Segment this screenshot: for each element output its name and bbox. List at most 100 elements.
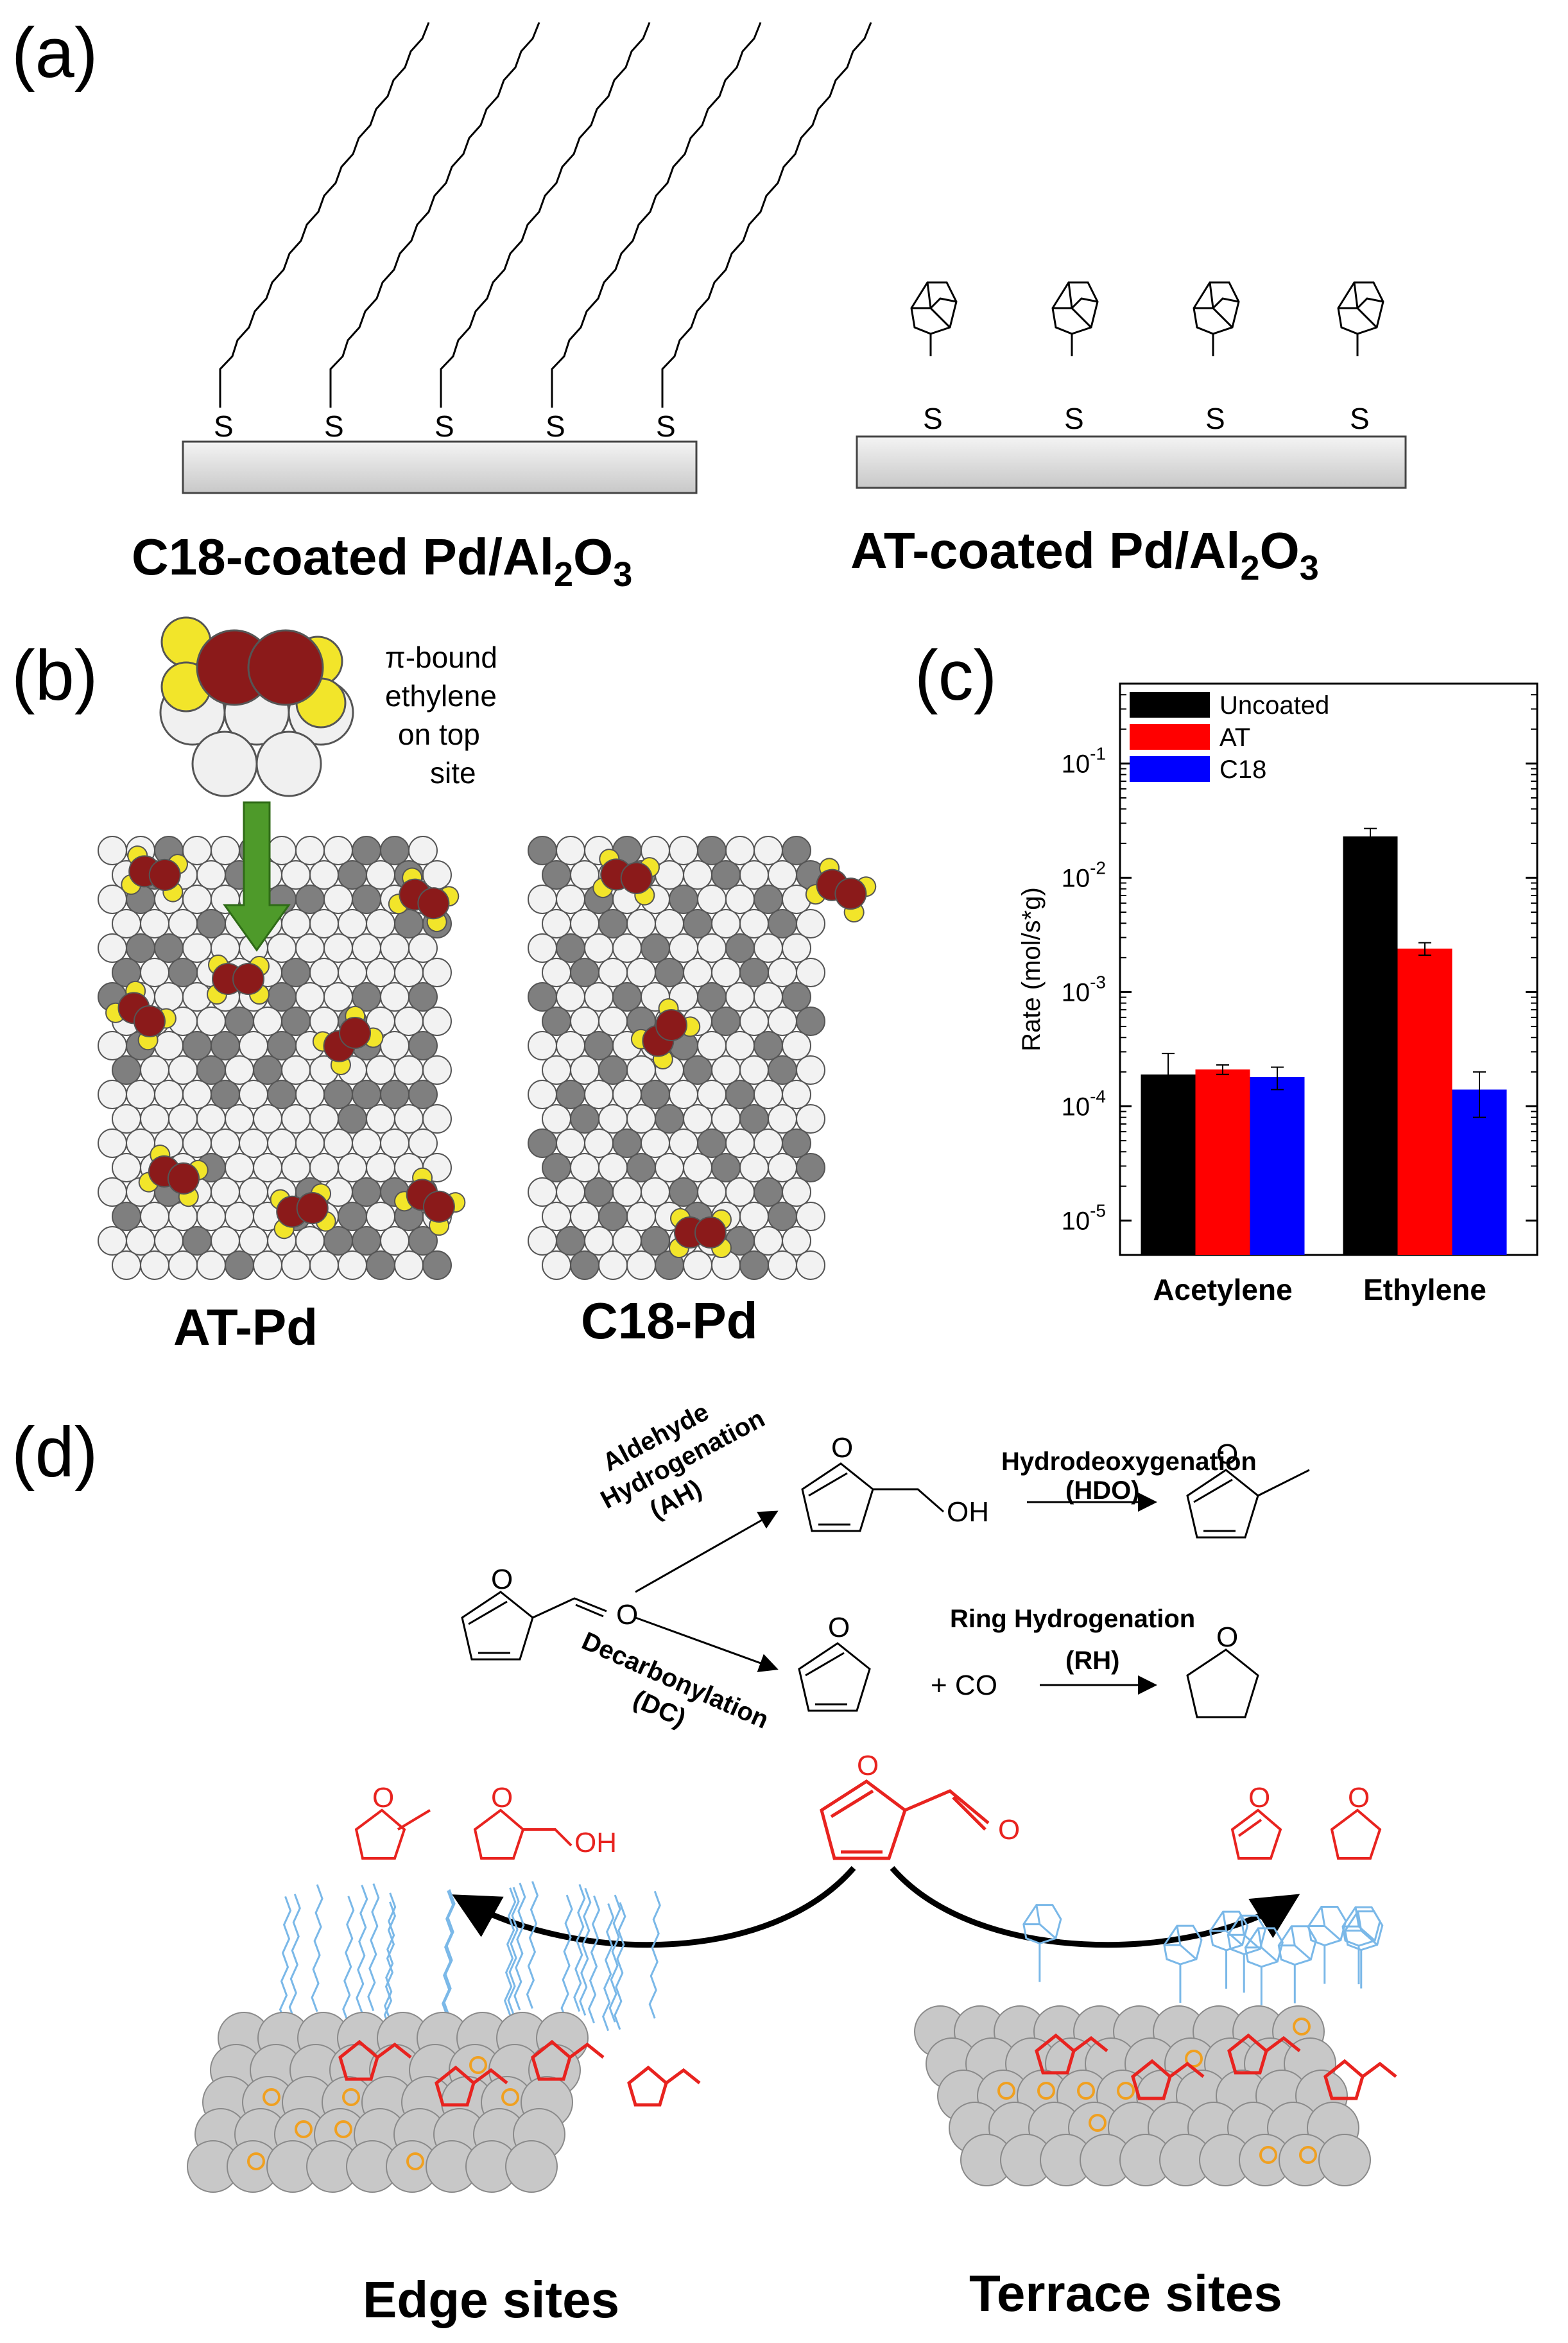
- tetrahydrofuran: [1186, 1648, 1259, 1718]
- adsorbed-site-ring: [247, 2152, 265, 2170]
- c18-chain-4: [551, 22, 762, 408]
- c18-ligand: [602, 1903, 615, 2031]
- red-furan: [1230, 1808, 1282, 1860]
- pd-surface-atom: [739, 1055, 769, 1085]
- pd-surface-atom: [182, 933, 212, 963]
- pd-surface-atom: [168, 1055, 198, 1085]
- error-bar: [1162, 1053, 1175, 1112]
- bar-at-acetylene: [1195, 1069, 1250, 1255]
- adamantane-4: [1337, 281, 1384, 356]
- pd-surface-atom: [98, 933, 127, 963]
- pd-surface-atom: [598, 958, 628, 987]
- pd-surface-atom: [281, 860, 311, 890]
- pd-surface-atom: [782, 885, 811, 914]
- pd-subsurface-atom: [739, 1250, 769, 1280]
- pd-surface-atom: [112, 1250, 141, 1280]
- thiol-s-label: S: [923, 402, 943, 435]
- panel-b-letter: (b): [12, 636, 98, 715]
- adsorbed-site-ring: [342, 2088, 360, 2106]
- pd-surface-atom: [768, 1007, 797, 1036]
- pd-surface-atom: [140, 1202, 169, 1231]
- pd-surface-atom: [140, 1104, 169, 1134]
- pd-surface-atom: [739, 909, 769, 938]
- pd-subsurface-atom: [612, 1128, 642, 1158]
- pd-subsurface-atom: [711, 860, 741, 890]
- adsorbed-site-ring: [997, 2082, 1015, 2100]
- pd-surface-atom: [267, 933, 297, 963]
- pd-subsurface-atom: [683, 1055, 712, 1085]
- pd-surface-atom: [683, 1250, 712, 1280]
- panel-a-letter: (a): [12, 13, 98, 92]
- c18-ligand: [579, 1888, 592, 2016]
- pd-surface-atom: [408, 933, 438, 963]
- c18-pd-caption: C18-Pd: [581, 1292, 758, 1349]
- pd-subsurface-atom: [782, 836, 811, 865]
- pd-surface-atom: [528, 1080, 557, 1109]
- pd-surface-atom: [366, 1055, 395, 1085]
- pd-surface-atom: [641, 1128, 670, 1158]
- pd-surface-atom: [154, 1031, 184, 1060]
- pd-subsurface-atom: [168, 958, 198, 987]
- adsorbed-furfural: [627, 2065, 701, 2107]
- pi-bound-annotation-1: π-bound: [385, 641, 497, 674]
- pd-surface-atom: [211, 836, 240, 865]
- pd-subsurface-atom: [267, 1080, 297, 1109]
- pd-subsurface-atom: [641, 933, 670, 963]
- pd-surface-atom: [422, 1104, 452, 1134]
- pd-subsurface-atom: [542, 860, 571, 890]
- pd-subsurface-atom: [598, 1055, 628, 1085]
- pd-surface-atom: [309, 958, 339, 987]
- c18-coated-caption: C18-coated Pd/Al2O3: [132, 528, 632, 594]
- pd-surface-atom: [112, 1104, 141, 1134]
- pd-surface-atom: [295, 1226, 325, 1256]
- pd-surface-atom: [711, 1104, 741, 1134]
- pd-surface-atom: [366, 1153, 395, 1182]
- o-label: O: [573, 528, 613, 585]
- pd-surface-atom: [528, 933, 557, 963]
- pd-surface-atom: [211, 1177, 240, 1207]
- pd-surface-atom: [253, 1104, 282, 1134]
- pd-subsurface-atom: [528, 836, 557, 865]
- pd-surface-atom: [380, 1128, 409, 1158]
- pd-surface-atom: [295, 933, 325, 963]
- ethylene-adsorbate: [105, 980, 177, 1051]
- pd-subsurface-atom: [669, 1177, 698, 1207]
- ethylene-adsorbate: [592, 849, 660, 906]
- legend-swatch: [1130, 756, 1210, 782]
- adsorbed-site-ring: [406, 2152, 424, 2170]
- c18-ligand: [442, 1890, 454, 2018]
- sub-3: 3: [613, 555, 632, 594]
- pd-surface-atom: [253, 1153, 282, 1182]
- bar-uncoated-ethylene: [1343, 836, 1398, 1255]
- pd-subsurface-atom: [422, 1250, 452, 1280]
- red-thf-o: O: [1348, 1782, 1370, 1813]
- pd-subsurface-atom: [570, 958, 599, 987]
- error-bar: [1473, 1071, 1486, 1118]
- panel-d-letter: (d): [12, 1413, 98, 1492]
- pd-subsurface-atom: [338, 1202, 367, 1231]
- pd-surface-atom: [796, 1250, 825, 1280]
- pd-surface-atom: [754, 836, 783, 865]
- pd-subsurface-atom: [655, 1104, 684, 1134]
- pd-surface-atom: [570, 1055, 599, 1085]
- pd-surface-atom: [598, 1153, 628, 1182]
- panel-d: (d) O O Aldehyde Hydrogenation (AH) O OH…: [12, 1397, 1397, 2328]
- pd-surface-atom: [796, 1104, 825, 1134]
- pd-surface-atom: [570, 909, 599, 938]
- c18-chain-1: [219, 22, 430, 408]
- pd-surface-atom: [739, 1153, 769, 1182]
- furan: [798, 1642, 871, 1712]
- pd-surface-atom: [225, 1202, 254, 1231]
- c18-ligand: [513, 1882, 526, 2010]
- pd-subsurface-atom: [295, 885, 325, 914]
- category-label: Acetylene: [1153, 1273, 1292, 1306]
- pd-subsurface-atom: [626, 1153, 656, 1182]
- dc-arrow: [635, 1616, 779, 1672]
- adsorbed-site-ring: [1293, 2018, 1311, 2036]
- pd-surface-atom: [683, 1153, 712, 1182]
- pd-subsurface-atom: [267, 982, 297, 1012]
- c18-caption-main: C18-coated Pd/Al: [132, 528, 554, 585]
- at-pd-surface: [98, 836, 466, 1280]
- ethylene-adsorbate: [270, 1183, 336, 1240]
